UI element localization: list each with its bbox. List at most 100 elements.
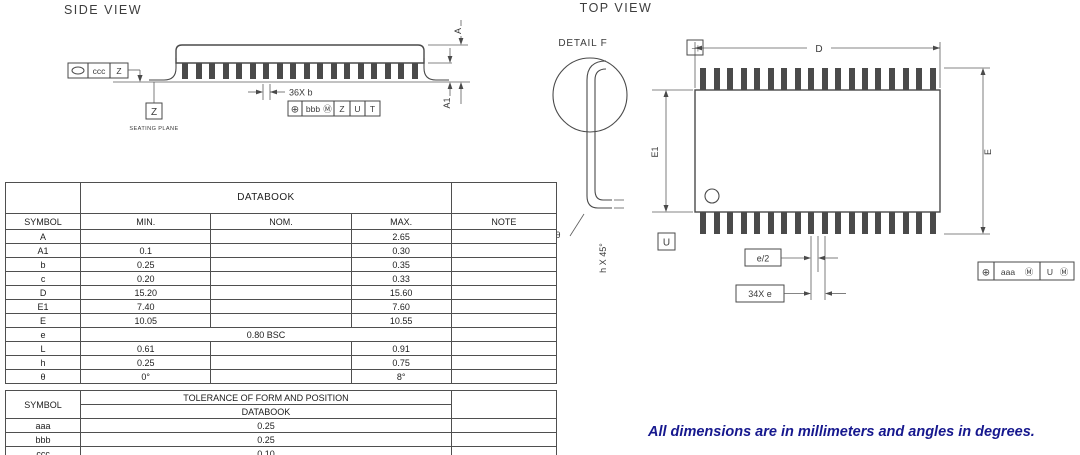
min-cell — [80, 229, 212, 244]
length-dimension: D ⊣ — [686, 39, 941, 88]
dim-arrow-icon — [447, 82, 453, 89]
symbol-cell: ccc — [4, 446, 82, 455]
datum-u-label: U — [663, 238, 670, 249]
pitch-label: 34X e — [748, 289, 772, 299]
nom-cell — [210, 257, 352, 272]
fcf-ccc-datum: Z — [116, 66, 121, 76]
dim-arrow-icon — [663, 205, 669, 212]
detail-circle — [552, 57, 628, 133]
min-cell: 15.20 — [80, 285, 212, 300]
symbol-cell: b — [4, 257, 82, 272]
fcf-bbb-datum1: Z — [339, 104, 344, 114]
symbol-cell: E — [4, 313, 82, 328]
symbol-col-spacer — [4, 182, 82, 214]
nom-cell — [210, 243, 352, 258]
bottom-lead-comb — [700, 212, 936, 234]
symbol-cell: e — [4, 327, 82, 342]
datum-z-label: Z — [151, 107, 157, 118]
side-view-drawing: SIDE VIEW ccc Z Z SEATING PLANE — [64, 3, 470, 132]
symbol-cell: aaa — [4, 418, 82, 433]
nom-cell — [210, 299, 352, 314]
symbol-cell: A1 — [4, 243, 82, 258]
min-header: MIN. — [80, 213, 212, 230]
lead-profile-inner — [594, 68, 612, 201]
leader-arrow-icon — [137, 75, 143, 82]
dim-arrow-icon — [980, 68, 986, 75]
seating-plane-datum: Z SEATING PLANE — [129, 82, 178, 132]
fcf-bbb-tolerance: bbb — [306, 104, 320, 114]
detail-f-label: DETAIL F — [558, 38, 607, 49]
value-cell: 0.25 — [80, 418, 452, 433]
dim-arrow-icon — [256, 89, 263, 95]
left-gullwing-lead — [149, 58, 177, 81]
note-col-spacer — [450, 182, 558, 214]
max-cell: 0.75 — [350, 355, 452, 370]
note-cell — [450, 257, 558, 272]
note-cell — [450, 299, 558, 314]
lead-width-dim-label: 36X b — [289, 88, 313, 98]
lead-profile-outer — [586, 60, 612, 209]
right-gullwing-lead — [423, 58, 449, 81]
note-cell — [450, 355, 558, 370]
seating-plane-label: SEATING PLANE — [129, 126, 178, 132]
dim-e1-label: E1 — [650, 146, 660, 157]
dim-a1-label: A1 — [442, 97, 452, 108]
note-cell — [450, 285, 558, 300]
detail-f: θ h X 45° — [552, 57, 628, 273]
dim-d-label: D — [815, 44, 822, 55]
min-cell: 0.1 — [80, 243, 212, 258]
height-dimensions: A A1 — [428, 20, 468, 109]
mmc-modifier-icon: Ⓜ — [323, 104, 332, 114]
min-cell: 0° — [80, 369, 212, 384]
max-cell: 7.60 — [350, 299, 452, 314]
tolerance-subtitle-cell: DATABOOK — [80, 404, 452, 419]
dim-arrow-icon — [933, 45, 940, 51]
min-cell: 0.61 — [80, 341, 212, 356]
dim-arrow-icon — [270, 89, 277, 95]
max-cell: 10.55 — [350, 313, 452, 328]
dim-a-label: A — [453, 28, 463, 34]
max-cell: 0.30 — [350, 243, 452, 258]
note-cell — [450, 327, 558, 342]
fcf-ccc-tolerance: ccc — [93, 66, 107, 76]
max-cell: 15.60 — [350, 285, 452, 300]
symbol-cell: bbb — [4, 432, 82, 447]
nom-cell — [210, 355, 352, 370]
note-cell — [450, 243, 558, 258]
half-pitch-label: e/2 — [757, 254, 770, 264]
flatness-tolerance-frame: ccc Z — [67, 62, 143, 82]
symbol-cell: L — [4, 341, 82, 356]
seating-plane-symbol-icon — [71, 66, 85, 75]
nom-header: NOM. — [210, 213, 352, 230]
databook-title-cell: DATABOOK — [80, 182, 452, 214]
note-cell — [450, 432, 558, 447]
note-cell — [450, 271, 558, 286]
symbol-cell: A — [4, 229, 82, 244]
tolerance-table: SYMBOL TOLERANCE OF FORM AND POSITION DA… — [4, 390, 558, 455]
table-subheader-row: SYMBOL MIN. NOM. MAX. NOTE — [4, 213, 558, 230]
bsc-cell: 0.80 BSC — [80, 327, 452, 342]
body-width-dimension: E1 — [650, 89, 693, 213]
fcf-bbb-datum2: U — [354, 104, 360, 114]
symbol-cell: D — [4, 285, 82, 300]
value-cell: 0.25 — [80, 432, 452, 447]
d-end-datum-symbol: ⊣ — [691, 44, 699, 54]
nom-cell — [210, 229, 352, 244]
dim-e-label: E — [983, 149, 993, 155]
max-cell: 0.35 — [350, 257, 452, 272]
note-cell — [450, 313, 558, 328]
nom-cell — [210, 271, 352, 286]
max-header: MAX. — [350, 213, 452, 230]
min-cell: 7.40 — [80, 299, 212, 314]
max-cell: 0.33 — [350, 271, 452, 286]
note-cell — [450, 369, 558, 384]
note-cell — [450, 418, 558, 433]
